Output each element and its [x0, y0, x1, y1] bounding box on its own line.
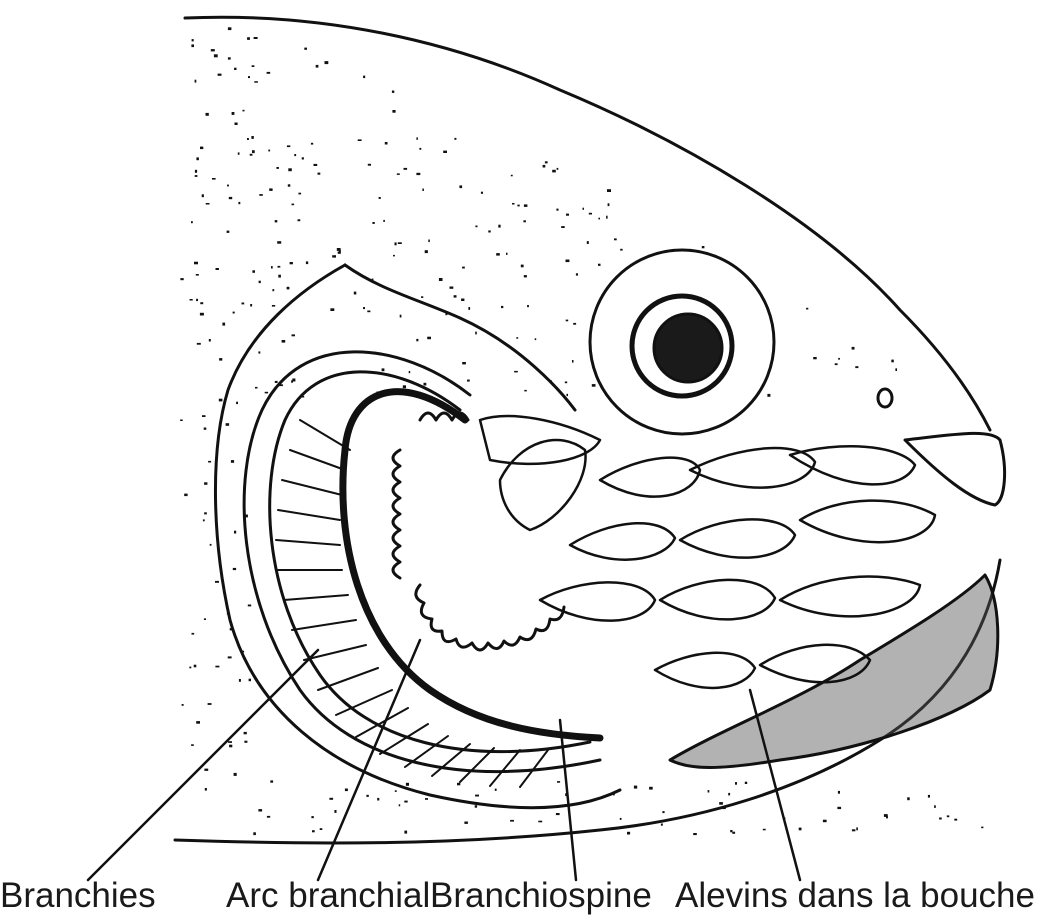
gill-rakers [393, 413, 564, 650]
label-branchies: Branchies [0, 876, 156, 916]
label-arc-branchial: Arc branchial [226, 876, 430, 916]
pupil [654, 314, 722, 382]
pointer-branchies [88, 650, 318, 880]
fry [790, 446, 915, 484]
gill-filaments-middle [270, 372, 590, 752]
fry [540, 582, 655, 620]
fry [660, 580, 775, 620]
lower-lip [670, 575, 998, 768]
label-alevins-dans-la-bouche: Alevins dans la bouche [675, 876, 1035, 916]
snout [905, 433, 1005, 505]
fry [600, 458, 700, 497]
gill-arch [343, 392, 600, 738]
fry [655, 653, 755, 688]
fry [570, 523, 675, 559]
opercle-outline [215, 265, 620, 808]
fry [800, 501, 935, 543]
label-branchiospine: Branchiospine [430, 876, 652, 916]
gill-radial-lines [276, 420, 548, 787]
fry [480, 416, 600, 464]
fry [680, 519, 795, 557]
nostril [878, 389, 892, 407]
fry-group [480, 416, 935, 688]
fry [780, 577, 920, 617]
fry [500, 440, 586, 530]
head-outline [185, 17, 990, 430]
